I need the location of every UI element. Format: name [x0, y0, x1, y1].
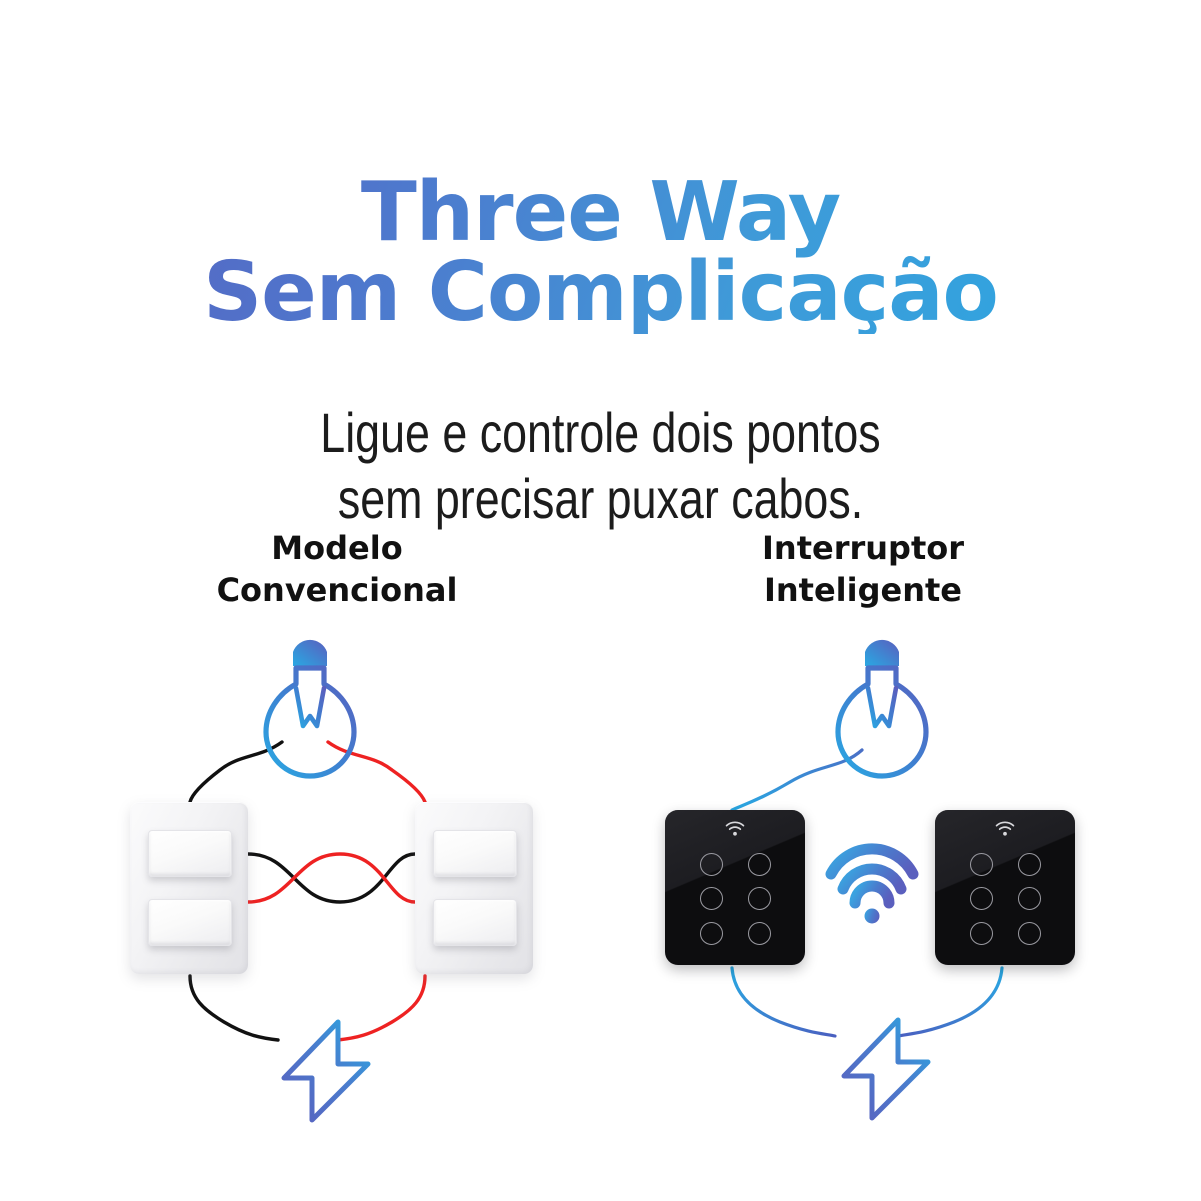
diagram-conventional	[100, 630, 570, 1130]
touch-button-6[interactable]	[747, 922, 771, 946]
page-title: Three Way Sem Complicação	[0, 173, 1201, 334]
wifi-icon	[725, 821, 745, 836]
wire-bulb-to-left-panel	[730, 748, 864, 812]
diagram-smart	[630, 630, 1120, 1130]
page-subtitle-line-1: Ligue e controle dois pontos	[320, 401, 881, 464]
page-title-line-2: Sem Complicação	[203, 245, 998, 341]
conventional-switch-right[interactable]	[415, 802, 533, 974]
smart-panel-left[interactable]	[665, 810, 805, 965]
bulb-glass	[263, 665, 357, 779]
column-label-smart: Interruptor Inteligente	[653, 528, 1073, 611]
wire-left-switch-to-power-black	[188, 974, 280, 1042]
touch-button-5[interactable]	[969, 922, 993, 946]
rocker-switch-right-top[interactable]	[433, 830, 517, 877]
light-bulb-icon	[835, 639, 929, 779]
conventional-switch-left[interactable]	[130, 802, 248, 974]
wire-right-panel-to-power	[896, 966, 1004, 1038]
wire-traveler-red	[246, 852, 417, 904]
bulb-filament	[865, 685, 899, 729]
wifi-icon	[825, 843, 919, 924]
wire-bulb-to-right-switch-red	[326, 740, 427, 804]
lightning-bolt-icon	[281, 1019, 371, 1123]
touch-button-2[interactable]	[747, 852, 771, 876]
column-label-conventional-line-2: Convencional	[216, 570, 458, 609]
touch-button-4[interactable]	[747, 887, 771, 911]
lightning-bolt-icon	[841, 1017, 931, 1121]
touch-button-6[interactable]	[1017, 922, 1041, 946]
rocker-switch-left-top[interactable]	[148, 830, 232, 877]
touch-button-4[interactable]	[1017, 887, 1041, 911]
touch-button-grid-left	[687, 847, 783, 951]
touch-button-3[interactable]	[699, 887, 723, 911]
smart-panel-right[interactable]	[935, 810, 1075, 965]
touch-button-5[interactable]	[699, 922, 723, 946]
diagram-smart-wires	[730, 639, 1004, 1121]
light-bulb-icon	[263, 639, 357, 779]
wire-right-switch-to-power-red	[336, 974, 427, 1042]
rocker-switch-left-bottom[interactable]	[148, 899, 232, 946]
column-label-conventional-line-1: Modelo	[271, 529, 403, 567]
touch-button-2[interactable]	[1017, 852, 1041, 876]
column-label-conventional: Modelo Convencional	[127, 528, 547, 611]
column-label-smart-line-2: Inteligente	[763, 570, 962, 609]
touch-button-1[interactable]	[699, 852, 723, 876]
bulb-cap	[293, 639, 327, 666]
touch-button-grid-right	[957, 847, 1053, 951]
bulb-glass	[835, 665, 929, 779]
column-label-smart-line-1: Interruptor	[762, 529, 964, 567]
page-subtitle: Ligue e controle dois pontos sem precisa…	[120, 400, 1081, 532]
wire-left-panel-to-power	[730, 966, 837, 1038]
rocker-switch-right-bottom[interactable]	[433, 899, 517, 946]
page-subtitle-line-2: sem precisar puxar cabos.	[337, 467, 864, 531]
page-title-line-1: Three Way	[360, 164, 841, 260]
wire-traveler-black	[246, 852, 417, 904]
wifi-icon	[995, 821, 1015, 836]
touch-button-1[interactable]	[969, 852, 993, 876]
diagram-conventional-wires	[188, 639, 427, 1123]
touch-button-3[interactable]	[969, 887, 993, 911]
wire-bulb-to-left-switch-black	[188, 740, 284, 804]
bulb-filament	[293, 685, 327, 729]
bulb-cap	[865, 639, 899, 666]
